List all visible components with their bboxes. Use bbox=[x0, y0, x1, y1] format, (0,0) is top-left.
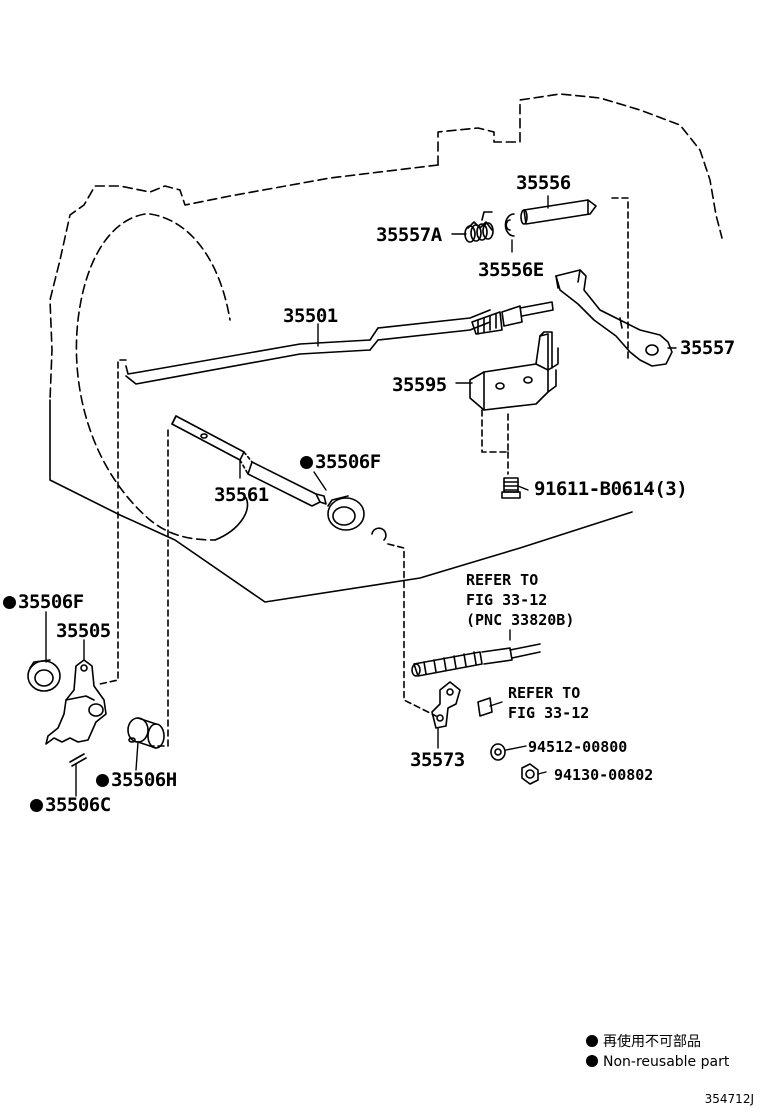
reference-label-fig-33-12-pnc[interactable]: REFER TO FIG 33-12 (PNC 33820B) bbox=[466, 570, 574, 630]
part-number-text: 35505 bbox=[56, 620, 111, 642]
part-35595-bracket-illustration bbox=[469, 331, 559, 475]
part-label-94512-00800[interactable]: 94512-00800 bbox=[528, 737, 627, 757]
non-reusable-marker-icon bbox=[586, 1035, 598, 1047]
part-number-text: 35557A bbox=[376, 224, 442, 246]
illustration-code: 354712J bbox=[704, 1092, 754, 1106]
part-number-text: 35506F bbox=[315, 451, 381, 473]
part-35506h-collar-illustration bbox=[127, 717, 165, 749]
part-35561-shaft-illustration bbox=[171, 415, 327, 507]
reference-label-fig-33-12[interactable]: REFER TO FIG 33-12 bbox=[508, 683, 589, 723]
part-35506c-pin-illustration bbox=[69, 753, 87, 767]
part-number-text: 94512-00800 bbox=[528, 738, 628, 756]
part-number-text: 35561 bbox=[214, 484, 269, 506]
non-reusable-marker-icon bbox=[96, 774, 109, 787]
non-reusable-marker-icon bbox=[3, 596, 16, 609]
assembly-guide-lines bbox=[99, 359, 437, 747]
reference-line: REFER TO bbox=[466, 571, 539, 589]
part-number-text: 35556 bbox=[516, 172, 571, 194]
part-label-35595[interactable]: 35595 bbox=[392, 375, 447, 395]
part-number-text: 35595 bbox=[392, 374, 447, 396]
part-number-text: 91611-B0614(3) bbox=[534, 478, 688, 500]
cable-grommet-illustration bbox=[477, 697, 493, 717]
part-number-text: 35506F bbox=[18, 591, 84, 613]
part-label-91611-b0614[interactable]: 91611-B0614(3) bbox=[534, 478, 688, 500]
part-94512-washer-illustration bbox=[490, 743, 506, 761]
snap-ring-illustration bbox=[371, 527, 387, 541]
part-label-35501[interactable]: 35501 bbox=[283, 306, 338, 326]
part-label-35506f-left[interactable]: 35506F bbox=[3, 592, 84, 612]
shift-cable-end-illustration bbox=[411, 643, 541, 677]
part-label-35573[interactable]: 35573 bbox=[410, 750, 465, 770]
part-35506f-oil-seal-upper-illustration bbox=[327, 495, 365, 531]
part-35556e-clip-illustration bbox=[504, 213, 515, 237]
legend-non-reusable-english: Non-reusable part bbox=[586, 1053, 729, 1071]
legend-text: 再使用不可部品 bbox=[603, 1034, 701, 1050]
part-label-35506f-upper[interactable]: 35506F bbox=[300, 452, 381, 472]
part-number-text: 35501 bbox=[283, 305, 338, 327]
part-number-text: 35557 bbox=[680, 337, 735, 359]
part-number-text: 35556E bbox=[478, 259, 544, 281]
reference-line: REFER TO bbox=[508, 684, 581, 702]
legend-text: Non-reusable part bbox=[603, 1054, 730, 1070]
part-35556-pin-illustration bbox=[520, 199, 597, 225]
part-number-text: 35506H bbox=[111, 769, 177, 791]
part-label-35556e[interactable]: 35556E bbox=[478, 260, 544, 280]
part-35557a-spring-illustration bbox=[464, 211, 494, 243]
part-label-35556[interactable]: 35556 bbox=[516, 173, 571, 193]
part-35501-rod-illustration bbox=[125, 301, 554, 385]
part-number-text: 94130-00802 bbox=[554, 766, 654, 784]
part-35506f-oil-seal-left-illustration bbox=[27, 659, 61, 692]
part-label-35506c[interactable]: 35506C bbox=[30, 795, 111, 815]
reference-line: FIG 33-12 bbox=[466, 591, 548, 609]
part-35505-detent-lever-illustration bbox=[45, 659, 107, 745]
part-label-35557[interactable]: 35557 bbox=[680, 338, 735, 358]
part-35557-lever-illustration bbox=[555, 269, 673, 367]
non-reusable-marker-icon bbox=[300, 456, 313, 469]
part-label-35557a[interactable]: 35557A bbox=[376, 225, 442, 245]
part-label-35506h[interactable]: 35506H bbox=[96, 770, 177, 790]
reference-line: (PNC 33820B) bbox=[466, 611, 575, 629]
non-reusable-marker-icon bbox=[586, 1055, 598, 1067]
transmission-case-outline bbox=[49, 93, 723, 603]
part-91611-bolt-illustration bbox=[501, 477, 521, 499]
part-label-94130-00802[interactable]: 94130-00802 bbox=[554, 765, 653, 785]
reference-line: FIG 33-12 bbox=[508, 704, 590, 722]
part-35573-bracket-illustration bbox=[431, 681, 461, 729]
part-94130-nut-illustration bbox=[521, 763, 539, 785]
part-label-35561[interactable]: 35561 bbox=[214, 485, 269, 505]
part-number-text: 35506C bbox=[45, 794, 111, 816]
non-reusable-marker-icon bbox=[30, 799, 43, 812]
part-number-text: 35573 bbox=[410, 749, 465, 771]
legend-non-reusable-japanese: 再使用不可部品 bbox=[586, 1033, 701, 1051]
leader-lines bbox=[45, 195, 677, 797]
part-label-35505[interactable]: 35505 bbox=[56, 621, 111, 641]
